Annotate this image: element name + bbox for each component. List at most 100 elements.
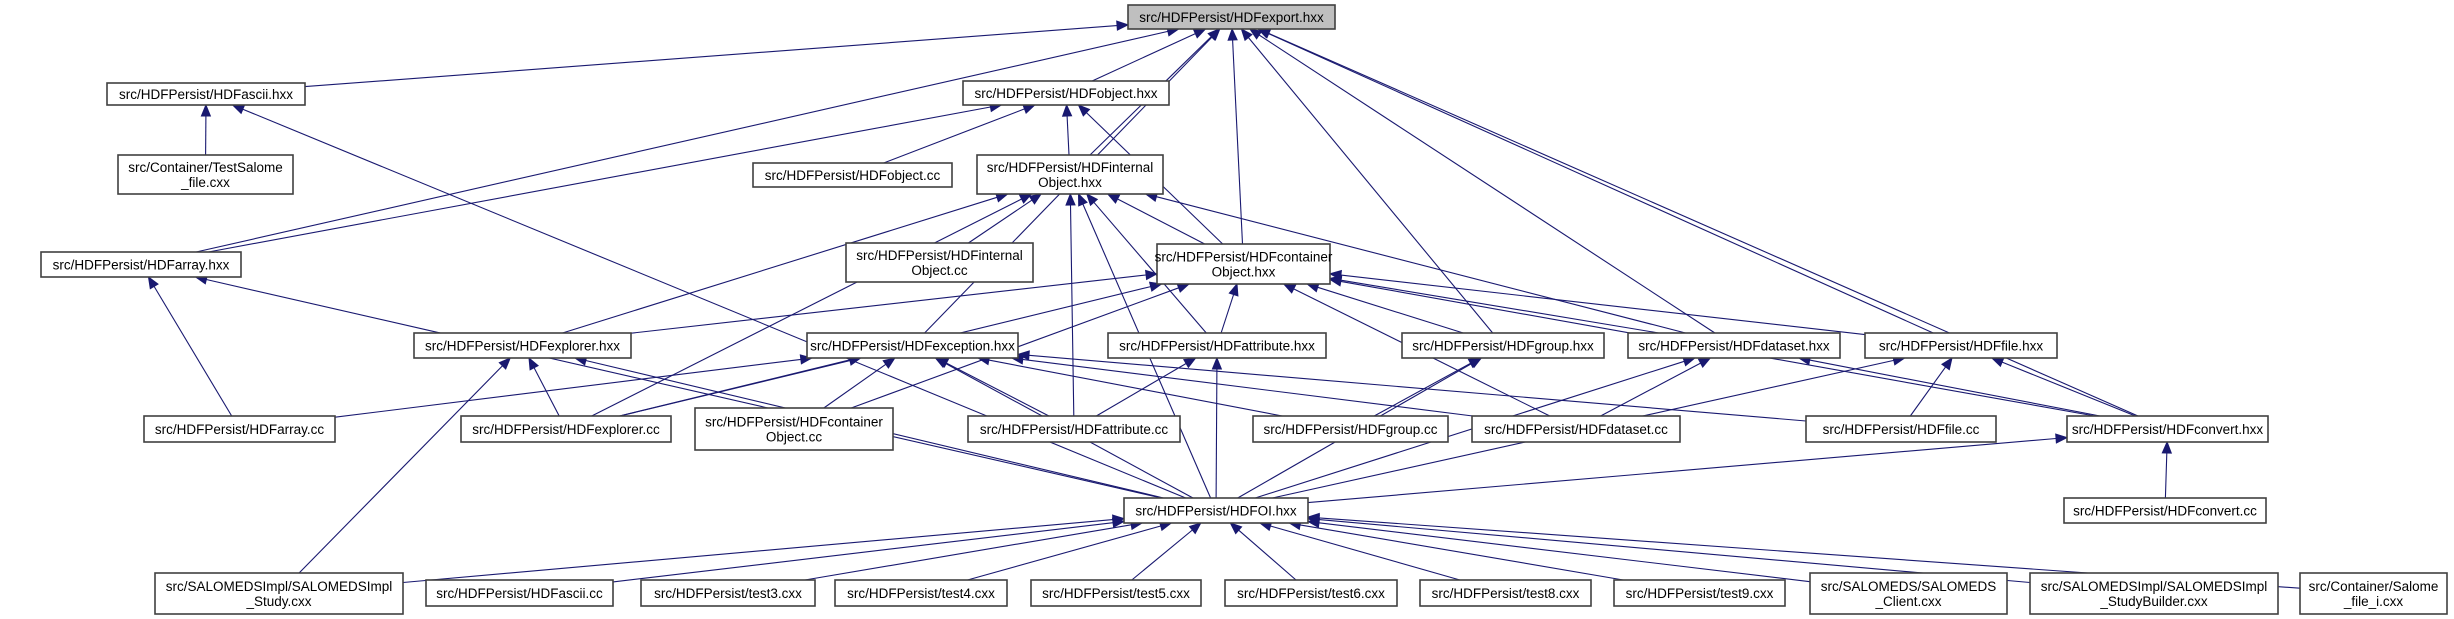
edge-container_hxx-to-export_hxx [1227, 27, 1244, 245]
node-label: src/HDFPersist/HDFfile.cc [1823, 422, 1980, 437]
graph-node-attribute_hxx[interactable]: src/HDFPersist/HDFattribute.hxx [1107, 332, 1327, 359]
edge-attribute_cc-to-attribute_hxx [1096, 357, 1197, 417]
node-box[interactable] [1156, 243, 1331, 285]
node-label: src/HDFPersist/HDFgroup.hxx [1412, 339, 1594, 354]
node-box[interactable] [1107, 332, 1327, 359]
node-box[interactable] [752, 162, 953, 188]
arrowhead-icon [1028, 193, 1043, 205]
edge-line [533, 367, 560, 417]
node-label: src/HDFPersist/HDFdataset.hxx [1638, 339, 1830, 354]
graph-node-test9[interactable]: src/HDFPersist/test9.cxx [1613, 579, 1786, 607]
node-box[interactable] [2066, 415, 2269, 443]
graph-node-dataset_hxx[interactable]: src/HDFPersist/HDFdataset.hxx [1627, 332, 1841, 359]
graph-node-convert_hxx[interactable]: src/HDFPersist/HDFconvert.hxx [2066, 415, 2269, 443]
graph-node-explorer_cc[interactable]: src/HDFPersist/HDFexplorer.cc [460, 415, 672, 443]
node-box[interactable] [1224, 579, 1398, 607]
graph-node-studybuilder_cxx[interactable]: src/SALOMEDSImpl/SALOMEDSImpl_StudyBuild… [2029, 572, 2279, 615]
graph-node-convert_cc[interactable]: src/HDFPersist/HDFconvert.cc [2063, 497, 2267, 524]
edge-line [968, 199, 1033, 244]
edge-line [946, 362, 1050, 417]
graph-node-test4[interactable]: src/HDFPersist/test4.cxx [834, 579, 1008, 607]
edge-line [1096, 363, 1187, 417]
graph-node-test8[interactable]: src/HDFPersist/test8.cxx [1419, 579, 1592, 607]
node-label: src/HDFPersist/HDFascii.cc [436, 586, 603, 601]
node-label: src/HDFPersist/HDFinternal [856, 248, 1023, 263]
graph-node-object_hxx[interactable]: src/HDFPersist/HDFobject.hxx [962, 80, 1170, 106]
node-label: Object.cc [766, 430, 823, 445]
graph-node-test6[interactable]: src/HDFPersist/test6.cxx [1224, 579, 1398, 607]
graph-node-file_hxx[interactable]: src/HDFPersist/HDFfile.hxx [1864, 332, 2058, 359]
graph-node-salomefile_cxx[interactable]: src/Container/Salome_file_i.cxx [2299, 572, 2448, 615]
node-box[interactable] [1809, 572, 2008, 615]
graph-node-attribute_cc[interactable]: src/HDFPersist/HDFattribute.cc [967, 415, 1181, 443]
graph-node-explorer_hxx[interactable]: src/HDFPersist/HDFexplorer.hxx [413, 332, 632, 359]
graph-node-group_hxx[interactable]: src/HDFPersist/HDFgroup.hxx [1401, 332, 1605, 359]
node-box[interactable] [143, 415, 336, 443]
graph-node-dataset_cc[interactable]: src/HDFPersist/HDFdataset.cc [1471, 415, 1681, 443]
graph-node-oi_hxx[interactable]: src/HDFPersist/HDFOI.hxx [1123, 497, 1309, 524]
node-box[interactable] [425, 579, 614, 607]
node-box[interactable] [1127, 4, 1336, 30]
edge-line [1255, 360, 1685, 499]
node-box[interactable] [967, 415, 1181, 443]
arrowhead-icon [1188, 522, 1202, 535]
node-box[interactable] [460, 415, 672, 443]
graph-node-test3[interactable]: src/HDFPersist/test3.cxx [640, 579, 816, 607]
graph-node-exception_hxx[interactable]: src/HDFPersist/HDFexception.hxx [806, 332, 1019, 359]
node-box[interactable] [806, 332, 1019, 359]
node-label: src/HDFPersist/HDFinternal [987, 160, 1154, 175]
node-box[interactable] [2063, 497, 2267, 524]
edge-array_cc-to-array_hxx [147, 275, 233, 417]
edge-line [1307, 437, 2057, 504]
graph-node-ascii_hxx[interactable]: src/HDFPersist/HDFascii.hxx [106, 82, 306, 106]
graph-node-array_cc[interactable]: src/HDFPersist/HDFarray.cc [143, 415, 336, 443]
edge-line [823, 363, 887, 409]
arrowhead-icon [1106, 193, 1121, 204]
edge-oi_hxx-to-convert_hxx [1307, 433, 2069, 504]
graph-node-test5[interactable]: src/HDFPersist/test5.cxx [1030, 579, 1202, 607]
node-box[interactable] [106, 82, 306, 106]
graph-node-object_cc[interactable]: src/HDFPersist/HDFobject.cc [752, 162, 953, 188]
node-box[interactable] [1401, 332, 1605, 359]
edge-group_hxx-to-container_hxx [1305, 282, 1464, 334]
node-box[interactable] [1805, 415, 1997, 443]
graph-node-file_cc[interactable]: src/HDFPersist/HDFfile.cc [1805, 415, 1997, 443]
node-box[interactable] [117, 154, 294, 195]
node-box[interactable] [2299, 572, 2448, 615]
edge-study_cxx-to-oi_hxx [402, 514, 1126, 584]
graph-node-client_cxx[interactable]: src/SALOMEDS/SALOMEDS_Client.cxx [1809, 572, 2008, 615]
node-label: src/HDFPersist/HDFOI.hxx [1135, 504, 1297, 519]
node-box[interactable] [640, 579, 816, 607]
node-box[interactable] [834, 579, 1008, 607]
graph-node-testsalome[interactable]: src/Container/TestSalome_file.cxx [117, 154, 294, 195]
node-box[interactable] [413, 332, 632, 359]
node-box[interactable] [1864, 332, 2058, 359]
node-box[interactable] [1419, 579, 1592, 607]
arrowhead-icon [1941, 356, 1953, 371]
node-box[interactable] [845, 242, 1034, 283]
root-node[interactable]: src/HDFPersist/HDFexport.hxx [1127, 4, 1336, 30]
node-box[interactable] [1123, 497, 1309, 524]
node-box[interactable] [1613, 579, 1786, 607]
node-box[interactable] [1252, 415, 1449, 443]
node-box[interactable] [1471, 415, 1681, 443]
node-label: Object.hxx [1212, 265, 1276, 280]
node-box[interactable] [962, 80, 1170, 106]
graph-node-array_hxx[interactable]: src/HDFPersist/HDFarray.hxx [40, 251, 242, 278]
node-box[interactable] [976, 154, 1164, 195]
graph-node-group_cc[interactable]: src/HDFPersist/HDFgroup.cc [1252, 415, 1449, 443]
graph-node-ascii_cc[interactable]: src/HDFPersist/HDFascii.cc [425, 579, 614, 607]
node-box[interactable] [1627, 332, 1841, 359]
node-box[interactable] [2029, 572, 2279, 615]
node-box[interactable] [154, 572, 404, 615]
node-box[interactable] [40, 251, 242, 278]
node-box[interactable] [694, 407, 894, 451]
node-box[interactable] [1030, 579, 1202, 607]
edge-line [591, 198, 1022, 417]
node-label: src/SALOMEDS/SALOMEDS [1821, 579, 1997, 594]
graph-node-study_cxx[interactable]: src/SALOMEDSImpl/SALOMEDSImpl_Study.cxx [154, 572, 404, 615]
